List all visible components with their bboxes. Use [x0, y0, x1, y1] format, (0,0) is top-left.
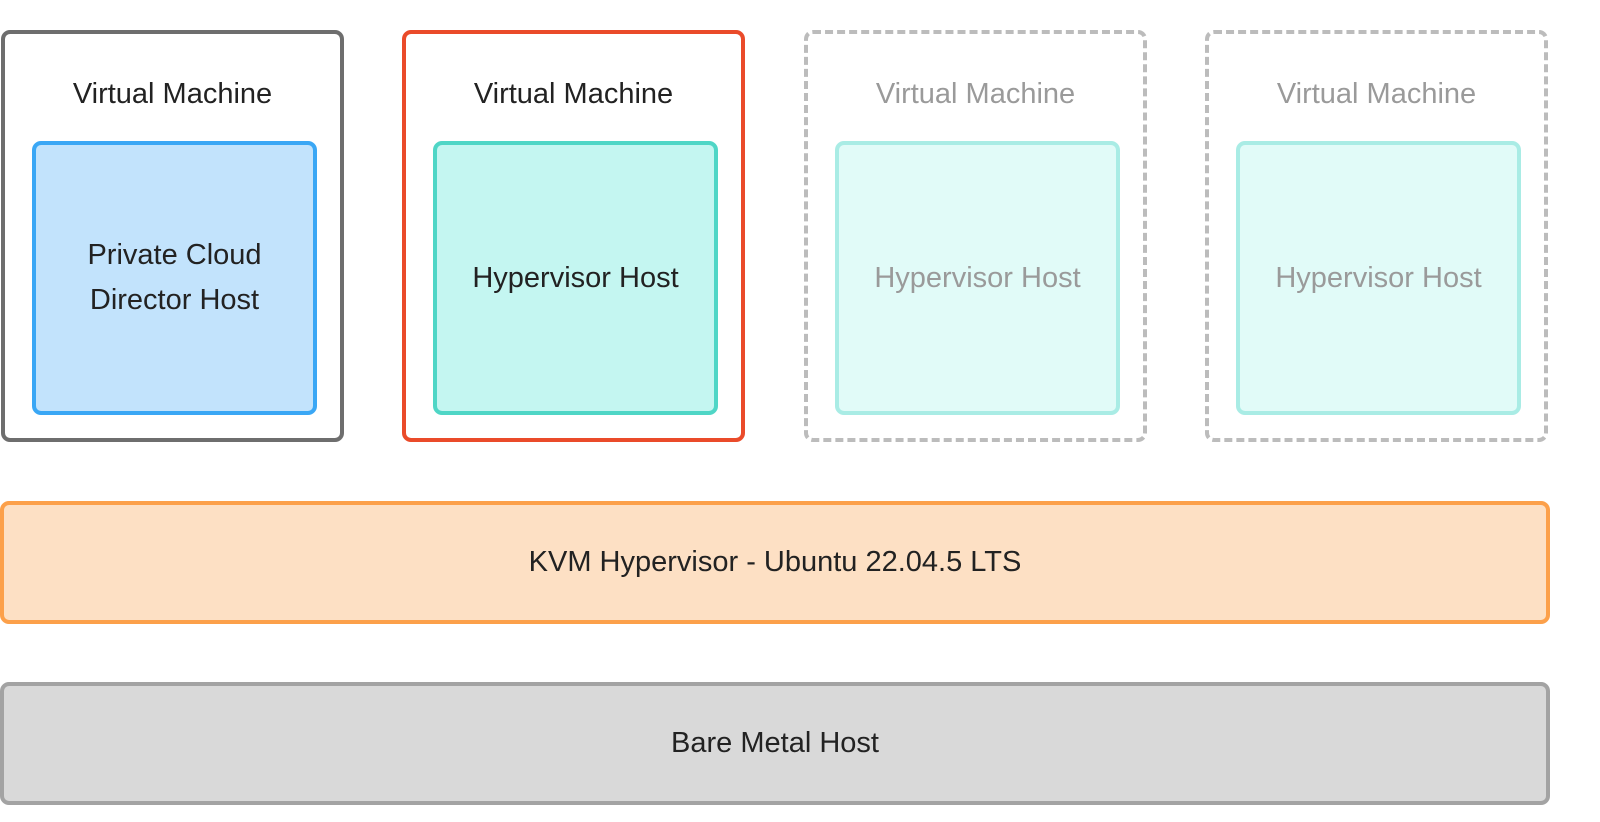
- hypervisor-host: Hypervisor Host: [433, 141, 718, 415]
- kvm-hypervisor-label: KVM Hypervisor - Ubuntu 22.04.5 LTS: [528, 546, 1022, 578]
- hypervisor-host-label: Hypervisor Host: [874, 261, 1081, 294]
- virtual-machine-4: Virtual Machine Hypervisor Host: [1205, 30, 1548, 442]
- private-cloud-director-host-label: Private Cloud Director Host: [87, 239, 262, 316]
- hypervisor-host-label: Hypervisor Host: [1275, 261, 1482, 294]
- bare-metal-host-layer: Bare Metal Host: [0, 682, 1550, 805]
- virtual-machine-title: Virtual Machine: [473, 78, 674, 110]
- virtual-machine-1: Virtual Machine Private Cloud Director H…: [1, 30, 344, 442]
- virtual-machine-title: Virtual Machine: [1276, 78, 1477, 110]
- private-cloud-director-host: Private Cloud Director Host: [32, 141, 317, 415]
- hypervisor-host: Hypervisor Host: [1236, 141, 1521, 415]
- bare-metal-host-label: Bare Metal Host: [671, 727, 879, 759]
- kvm-hypervisor-layer: KVM Hypervisor - Ubuntu 22.04.5 LTS: [0, 501, 1550, 624]
- hypervisor-host-label: Hypervisor Host: [472, 261, 679, 294]
- virtual-machine-title: Virtual Machine: [72, 78, 273, 110]
- virtual-machine-2: Virtual Machine Hypervisor Host: [402, 30, 745, 442]
- virtual-machine-title: Virtual Machine: [875, 78, 1076, 110]
- hypervisor-host: Hypervisor Host: [835, 141, 1120, 415]
- virtual-machine-3: Virtual Machine Hypervisor Host: [804, 30, 1147, 442]
